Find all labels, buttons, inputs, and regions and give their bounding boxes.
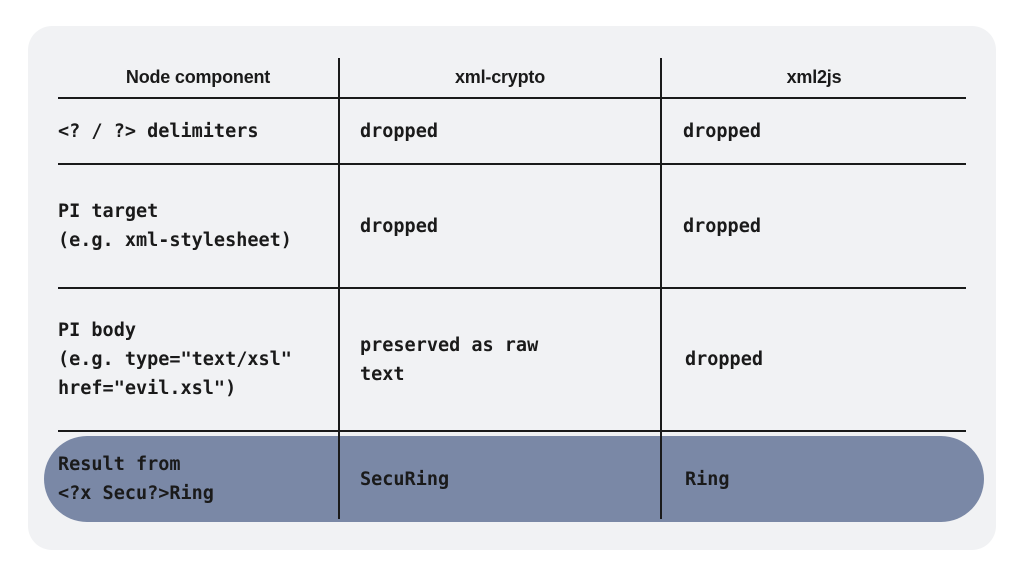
column-divider bbox=[338, 58, 340, 519]
result-row-highlight bbox=[44, 436, 984, 522]
row-divider bbox=[58, 163, 966, 165]
column-header-xml2js: xml2js bbox=[786, 67, 842, 87]
result-cell-xml2js: Ring bbox=[685, 468, 730, 490]
table-cell-component: PI target (e.g. xml-stylesheet) bbox=[58, 201, 292, 251]
table-cell-xml2js: dropped bbox=[685, 349, 763, 370]
result-cell-xml-crypto: SecuRing bbox=[360, 468, 450, 490]
table-cell-xml-crypto: preserved as raw text bbox=[360, 334, 539, 385]
column-header-node-component: Node component bbox=[125, 67, 271, 87]
table-cell-component: PI body (e.g. type="text/xsl" href="evil… bbox=[58, 320, 292, 399]
table-cell-xml-crypto: dropped bbox=[360, 120, 438, 142]
column-divider bbox=[660, 58, 662, 519]
table-cell-xml2js: dropped bbox=[683, 120, 761, 142]
table-cell-xml-crypto: dropped bbox=[360, 215, 438, 237]
row-divider bbox=[58, 430, 966, 432]
header-divider bbox=[58, 97, 966, 99]
column-header-xml-crypto: xml-crypto bbox=[454, 67, 546, 87]
table-cell-xml2js: dropped bbox=[683, 215, 761, 237]
row-divider bbox=[58, 287, 966, 289]
table-cell-component: <? / ?> delimiters bbox=[58, 120, 259, 142]
result-cell-component: Result from <?x Secu?>Ring bbox=[58, 454, 214, 504]
